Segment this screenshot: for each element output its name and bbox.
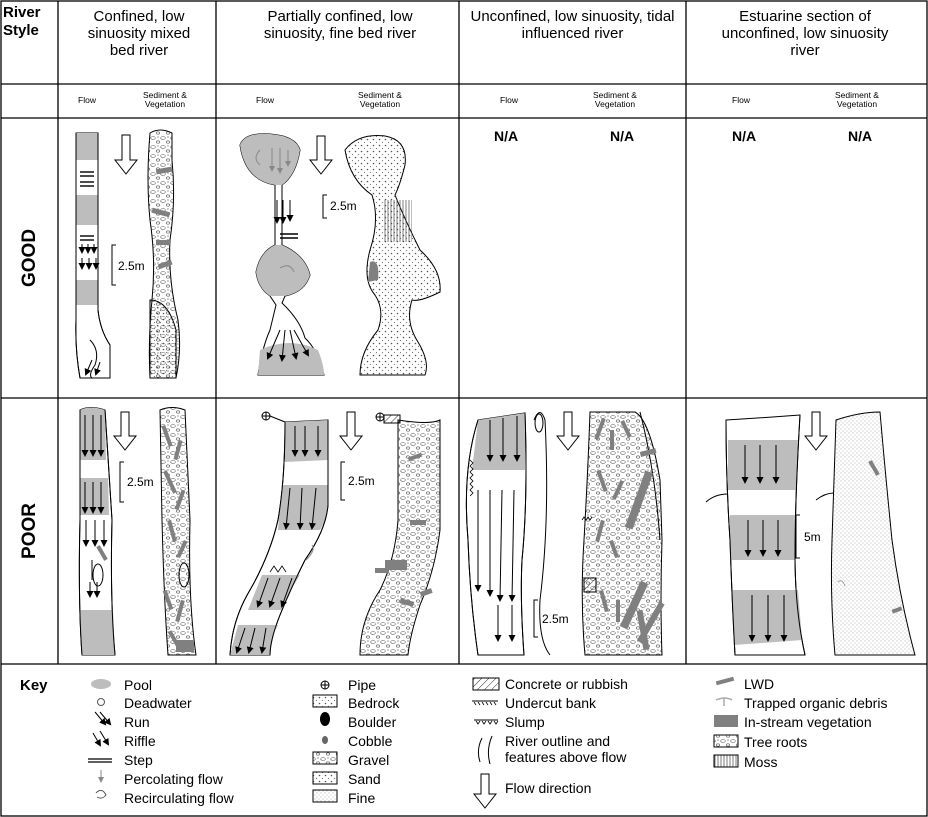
- flow-direction-arrow: [114, 412, 136, 450]
- key-tree-roots: Tree roots: [744, 734, 807, 750]
- key-run: Run: [124, 714, 150, 730]
- row-label-good: GOOD: [19, 231, 41, 287]
- scale-label: 2.5m: [118, 259, 145, 273]
- key-bedrock: Bedrock: [348, 695, 399, 711]
- key-fine: Fine: [348, 790, 375, 806]
- river-style-header: River Style: [3, 4, 57, 40]
- na-label: N/A: [732, 128, 756, 144]
- good-col2-flow: [240, 134, 324, 375]
- key-flow-direction: Flow direction: [505, 780, 591, 796]
- poor-col1-sediment: [160, 408, 196, 656]
- scale-bar-good-1: [112, 245, 116, 285]
- flow-direction-arrow: [805, 412, 827, 450]
- scale-label: 2.5m: [127, 475, 154, 489]
- subheader-sediment: Sediment & Vegetation: [345, 91, 415, 109]
- key-in-stream-vegetation: In-stream vegetation: [744, 714, 872, 730]
- key-title: Key: [20, 677, 48, 694]
- poor-col2-sediment: [360, 413, 440, 655]
- poor-col3-sediment: [582, 412, 665, 655]
- key-undercut-bank: Undercut bank: [505, 695, 596, 711]
- flow-direction-arrow: [557, 412, 579, 450]
- poor-col4-sediment: [816, 412, 915, 655]
- key-trapped-organic-debris: Trapped organic debris: [744, 695, 887, 711]
- poor-col2-flow: [230, 412, 328, 655]
- flow-direction-arrow: [340, 412, 362, 450]
- good-col1-flow: [76, 133, 110, 378]
- key-concrete-rubbish: Concrete or rubbish: [505, 676, 628, 692]
- scale-label: 5m: [804, 530, 821, 544]
- column-header-3: Unconfined, low sinuosity, tidal influen…: [470, 8, 675, 42]
- key-recirculating-flow: Recirculating flow: [124, 790, 234, 806]
- poor-col1-flow: [79, 408, 115, 656]
- key-pipe: Pipe: [348, 677, 376, 693]
- subheader-sediment: Sediment & Vegetation: [822, 91, 892, 109]
- key-deadwater: Deadwater: [124, 695, 192, 711]
- key-pool: Pool: [124, 677, 152, 693]
- na-label: N/A: [610, 128, 634, 144]
- flow-direction-arrow: [115, 135, 137, 174]
- key-slump: Slump: [505, 714, 545, 730]
- key-river-outline: River outline and features above flow: [505, 733, 655, 765]
- scale-label: 2.5m: [348, 474, 375, 488]
- subheader-flow: Flow: [726, 96, 756, 105]
- key-gravel: Gravel: [348, 752, 389, 768]
- flow-direction-arrow: [310, 136, 332, 174]
- key-cobble: Cobble: [348, 733, 392, 749]
- subheader-flow: Flow: [250, 96, 280, 105]
- na-label: N/A: [494, 128, 518, 144]
- key-sand: Sand: [348, 771, 381, 787]
- subheader-flow: Flow: [494, 96, 524, 105]
- key-riffle: Riffle: [124, 733, 156, 749]
- scale-label: 2.5m: [330, 199, 357, 213]
- good-col1-sediment: [148, 130, 180, 378]
- key-boulder: Boulder: [348, 714, 396, 730]
- good-col2-sediment: [345, 136, 440, 375]
- poor-col3-flow: [466, 413, 550, 656]
- column-header-2: Partially confined, low sinuosity, fine …: [255, 8, 425, 42]
- scale-label: 2.5m: [542, 612, 569, 626]
- column-header-4: Estuarine section of unconfined, low sin…: [710, 8, 900, 59]
- subheader-sediment: Sediment & Vegetation: [130, 91, 200, 109]
- key-moss: Moss: [744, 754, 777, 770]
- key-lwd: LWD: [744, 676, 774, 692]
- column-header-1: Confined, low sinuosity mixed bed river: [75, 8, 203, 59]
- subheader-flow: Flow: [72, 96, 102, 105]
- poor-col4-flow: [706, 415, 805, 655]
- key-percolating-flow: Percolating flow: [124, 771, 223, 787]
- na-label: N/A: [848, 128, 872, 144]
- row-label-poor: POOR: [19, 503, 41, 559]
- subheader-sediment: Sediment & Vegetation: [580, 91, 650, 109]
- key-step: Step: [124, 752, 153, 768]
